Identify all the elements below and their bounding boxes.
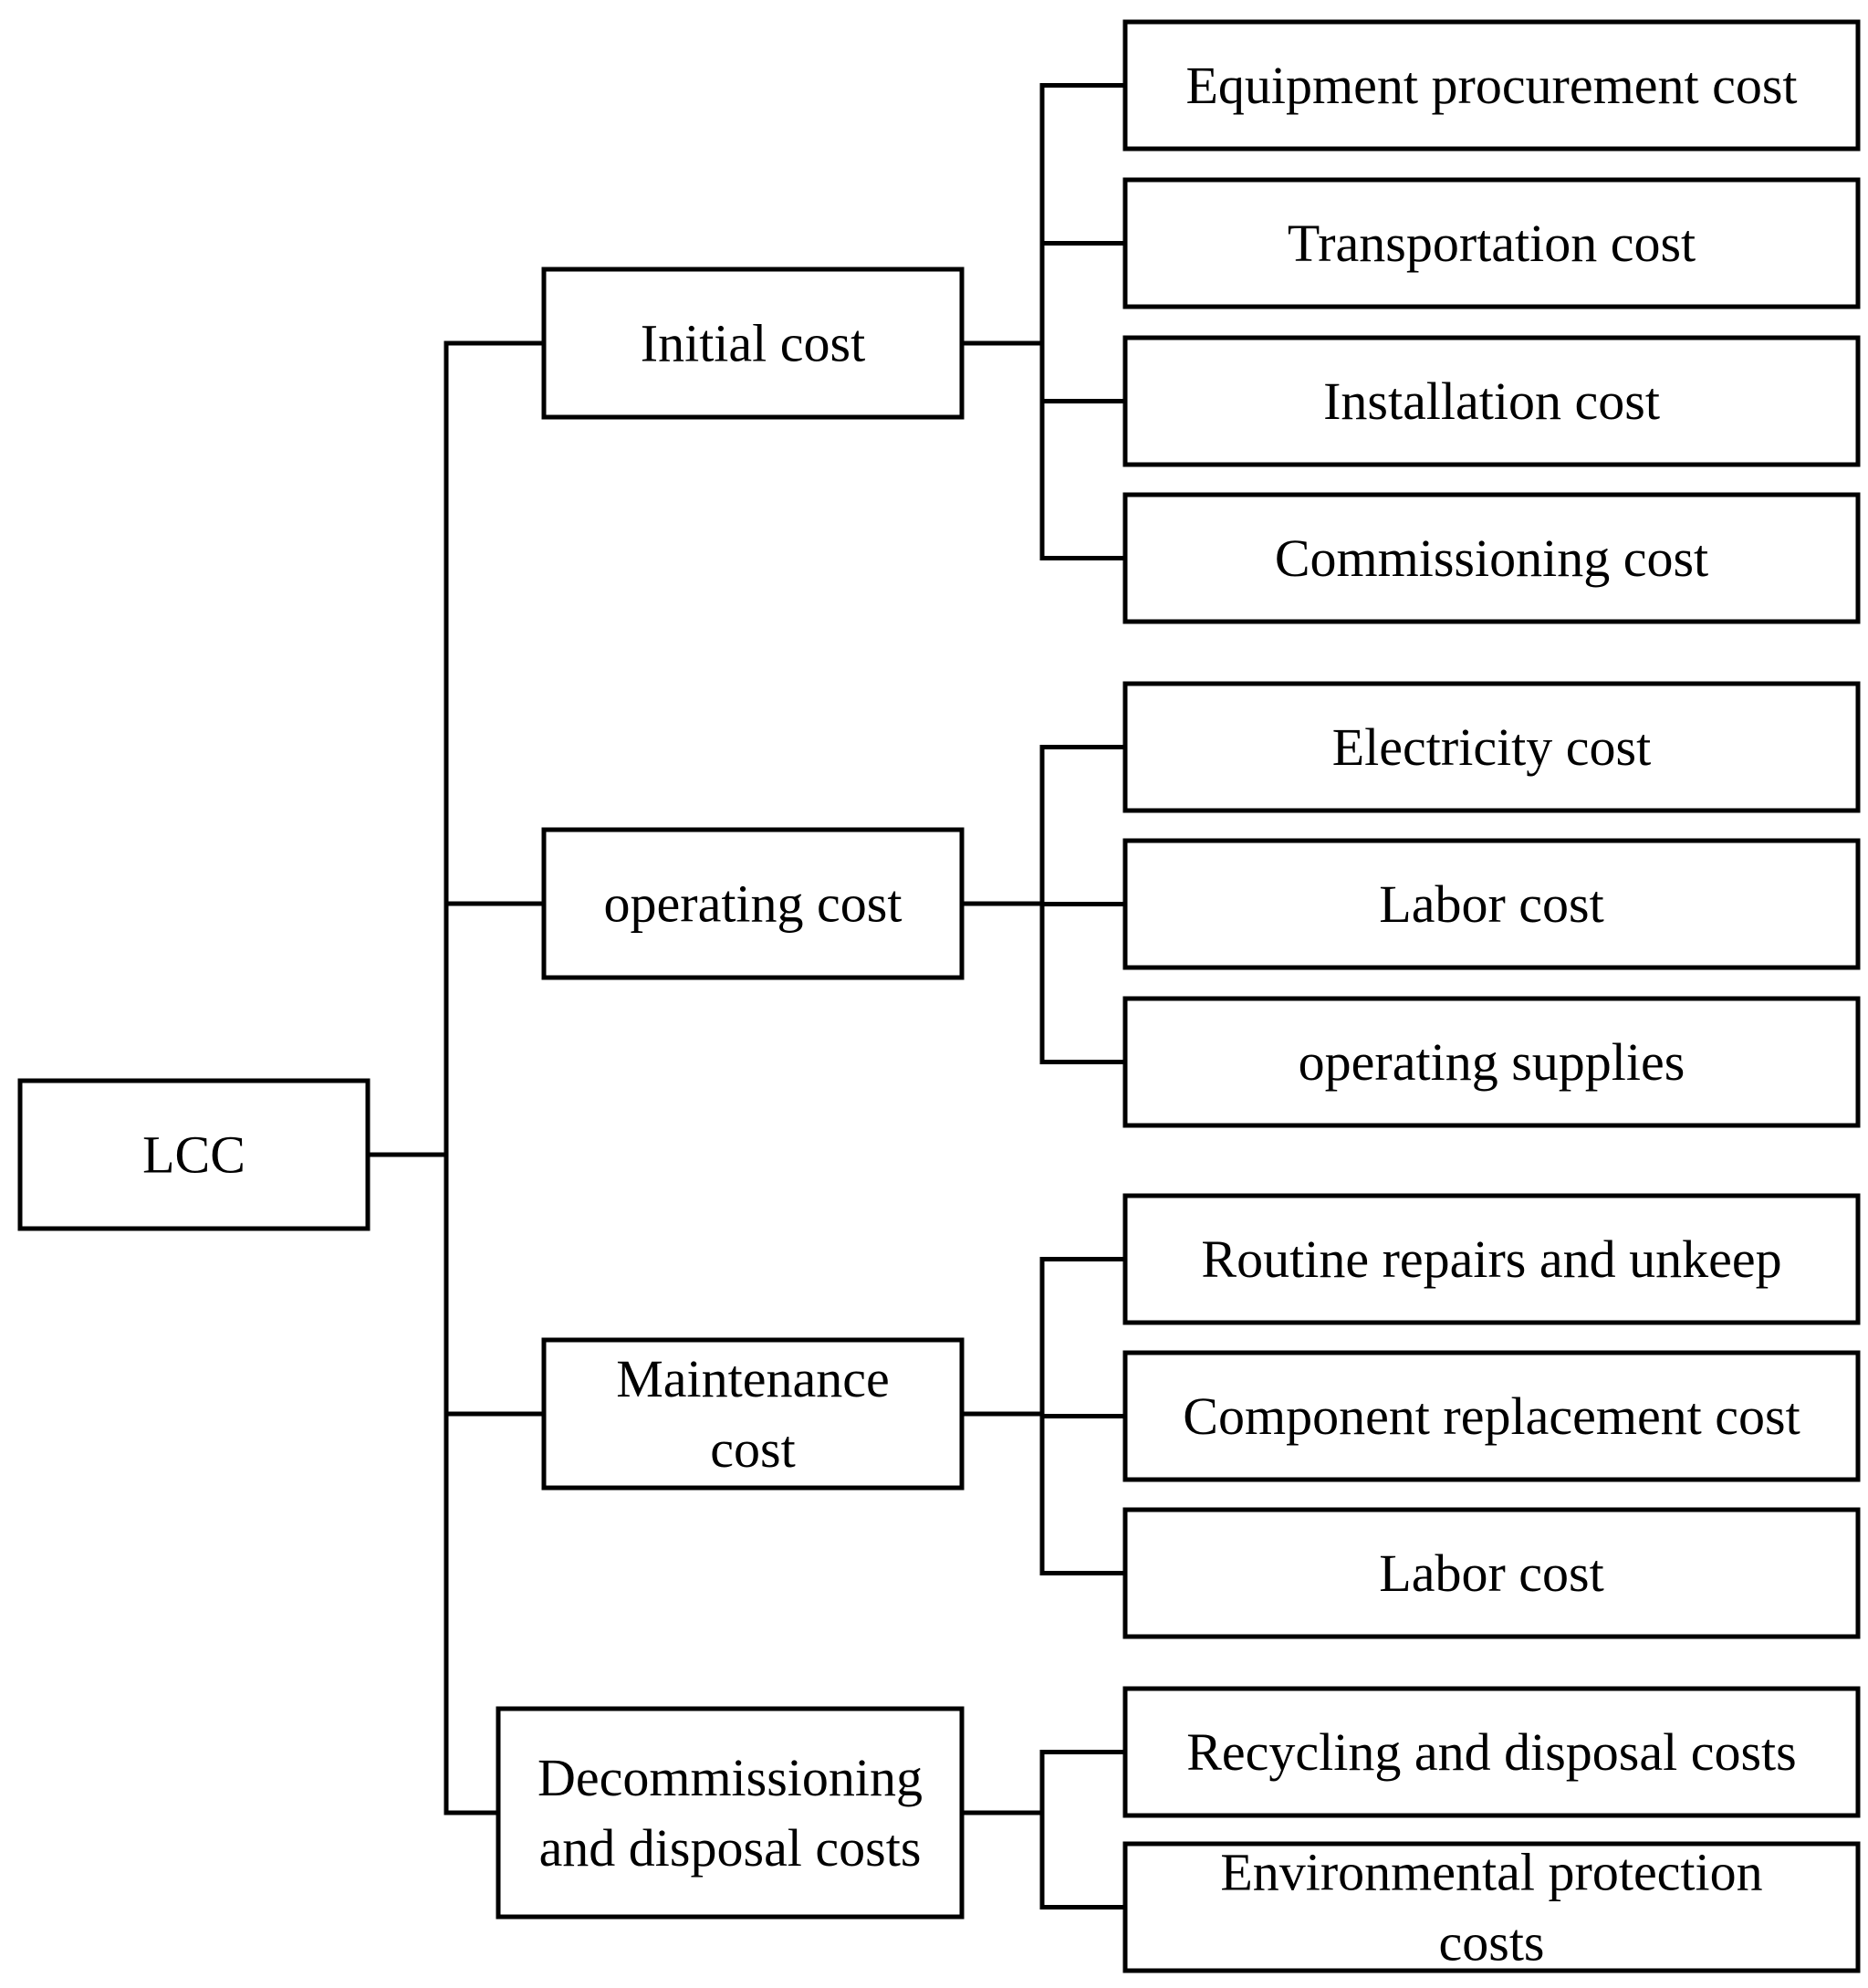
- branch-node-4: [496, 1706, 965, 1920]
- leaf-node-3-1-label: Routine repairs and unkeep: [1201, 1229, 1781, 1289]
- leaf-node-4-1-label: Recycling and disposal costs: [1186, 1722, 1797, 1782]
- leaf-node-3-1: [1122, 1193, 1861, 1325]
- leaf-node-4-2: [1122, 1841, 1861, 1973]
- leaf-node-3-3: [1122, 1507, 1861, 1639]
- leaf-node-4-2-label: Environmental protection: [1220, 1843, 1762, 1902]
- leaf-node-1-1-label: Equipment procurement cost: [1185, 56, 1797, 115]
- leaf-node-2-1-label: Electricity cost: [1332, 717, 1651, 777]
- branch-node-1: [541, 267, 965, 420]
- leaf-node-1-4-label: Commissioning cost: [1275, 528, 1708, 588]
- leaf-node-1-3-label: Installation cost: [1323, 371, 1660, 431]
- leaf-node-2-3-label: operating supplies: [1299, 1032, 1685, 1092]
- leaf-node-1-1: [1122, 19, 1861, 152]
- branch-node-3: [541, 1337, 965, 1491]
- leaf-node-1-2: [1122, 177, 1861, 309]
- root-node: [17, 1078, 370, 1231]
- leaf-node-2-2: [1122, 838, 1861, 970]
- leaf-node-1-2-label: Transportation cost: [1288, 214, 1696, 273]
- root-node-label: LCC: [142, 1125, 245, 1185]
- leaf-node-1-3: [1122, 335, 1861, 467]
- leaf-node-2-2-label: Labor cost: [1379, 874, 1603, 934]
- branch-node-2-label: operating cost: [604, 874, 903, 934]
- leaf-node-4-1: [1122, 1686, 1861, 1818]
- branch-node-1-label: Initial cost: [641, 314, 865, 373]
- branch-node-4-label: and disposal costs: [539, 1818, 922, 1878]
- branch-node-2: [541, 827, 965, 980]
- leaf-node-2-3: [1122, 996, 1861, 1128]
- branch-node-4-label: Decommissioning: [537, 1748, 923, 1807]
- leaf-node-3-3-label: Labor cost: [1379, 1543, 1603, 1603]
- branch-node-3-label: Maintenance: [616, 1349, 890, 1408]
- leaf-node-3-2: [1122, 1350, 1861, 1482]
- leaf-node-1-4: [1122, 492, 1861, 624]
- branch-node-3-label: cost: [710, 1419, 795, 1479]
- leaf-node-2-1: [1122, 681, 1861, 813]
- leaf-node-4-2-label: costs: [1439, 1912, 1545, 1972]
- leaf-node-3-2-label: Component replacement cost: [1183, 1386, 1800, 1446]
